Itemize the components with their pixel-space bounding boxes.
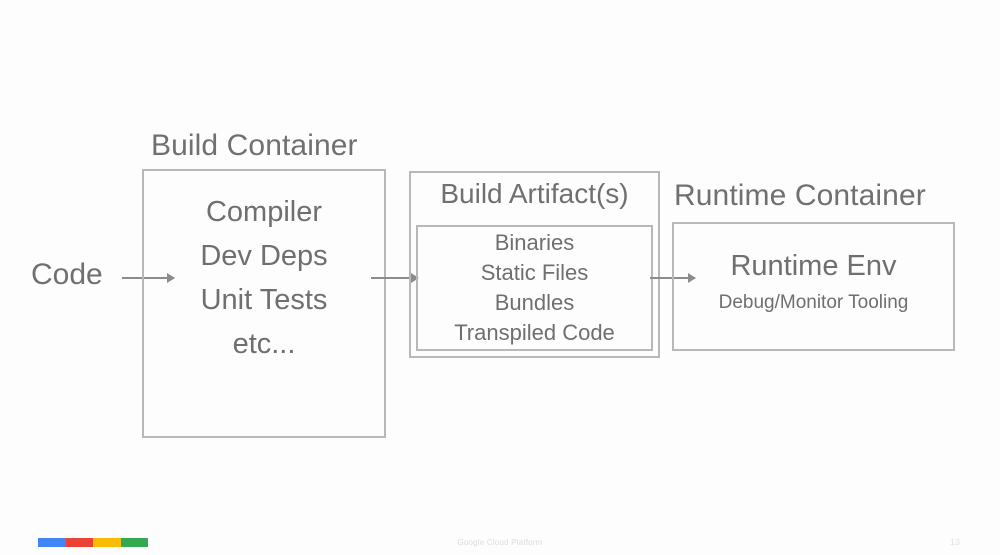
runtime-container-title: Runtime Container bbox=[674, 179, 926, 212]
debug-monitor-tooling-label: Debug/Monitor Tooling bbox=[718, 292, 909, 313]
arrow-code-to-build-container bbox=[122, 277, 174, 279]
logo-segment-green bbox=[120, 538, 148, 547]
logo-segment-yellow bbox=[93, 538, 121, 547]
build-container-box bbox=[142, 169, 386, 438]
build-artifact-inner-box bbox=[416, 225, 653, 351]
build-artifact-items: Binaries Static Files Bundles Transpiled… bbox=[454, 230, 615, 345]
logo-segment-blue bbox=[38, 538, 66, 547]
google-logo-bar bbox=[38, 538, 148, 547]
runtime-container-box bbox=[672, 222, 955, 351]
build-container-title: Build Container bbox=[151, 129, 358, 162]
arrow-build-container-to-artifact bbox=[371, 277, 418, 279]
logo-segment-red bbox=[65, 538, 93, 547]
code-label: Code bbox=[31, 258, 103, 291]
build-artifact-outer-box bbox=[409, 171, 660, 358]
footer-brand-text: Google Cloud Platform bbox=[457, 538, 543, 547]
runtime-env-label: Runtime Env bbox=[730, 250, 897, 282]
page-number: 13 bbox=[949, 537, 960, 547]
build-artifact-title: Build Artifact(s) bbox=[440, 178, 629, 209]
build-container-items: Compiler Dev Deps Unit Tests etc... bbox=[200, 196, 328, 360]
